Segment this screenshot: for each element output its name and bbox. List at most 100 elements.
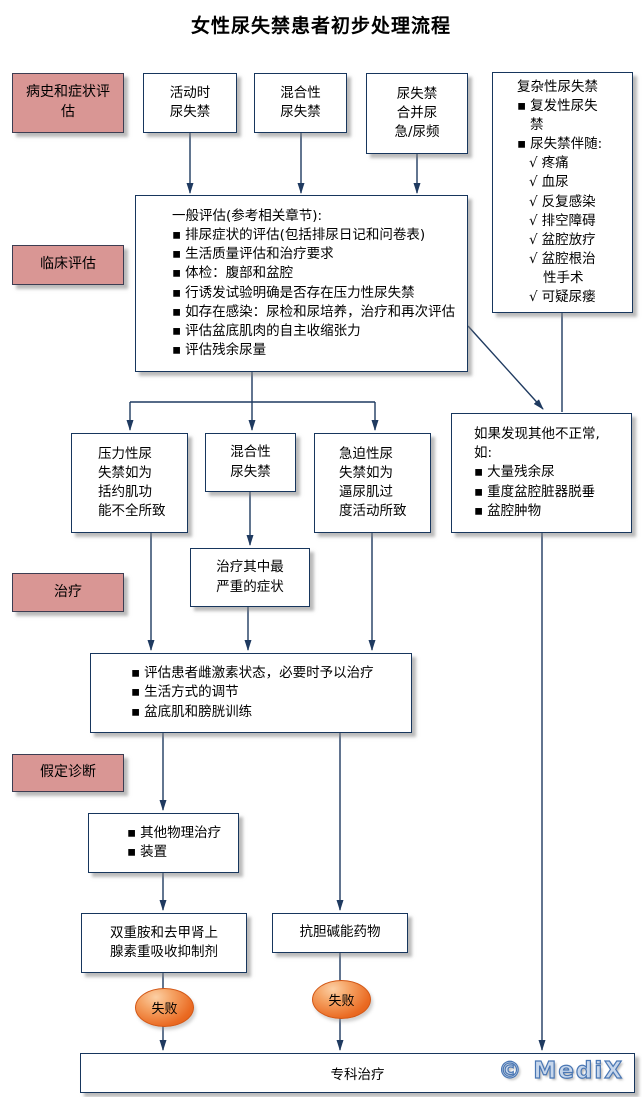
node-mixed-incontinence-mid: 混合性 尿失禁 [205,433,296,492]
check-icon: √ [529,155,538,172]
check-item: √排空障碍 [529,212,609,231]
node-physical-therapy: ▪其他物理治疗 ▪装置 [88,813,239,873]
bullet-icon: ▪ [131,703,141,720]
list-item: ▪尿失禁伴随: [517,135,609,154]
medix-watermark: © MediX [498,1057,624,1084]
bullet-icon: ▪ [172,265,182,282]
check-item-label: 排空障碍 [541,212,596,229]
node-general-assessment: 一般评估(参考相关章节): ▪排尿症状的评估(包括排尿日记和问卷表) ▪生活质量… [135,195,468,372]
check-item: √可疑尿瘘 [529,288,609,307]
check-icon: √ [529,193,538,210]
check-item: √反复感染 [529,193,609,212]
check-icon: √ [529,174,538,191]
check-item-label: 反复感染 [541,193,596,210]
general-assessment-title: 一般评估(参考相关章节): [172,207,323,224]
list-item-label: 评估患者雌激素状态，必要时予以治疗 [144,665,374,682]
list-item: ▪生活方式的调节 [131,683,403,702]
bullet-icon: ▪ [474,483,484,500]
stage-box-treatment: 治疗 [12,573,124,612]
bullet-icon: ▪ [474,502,484,519]
list-item: ▪装置 [127,843,232,862]
stage-box-clinical: 临床评估 [12,245,124,285]
list-item-label: 盆底肌和膀胱训练 [144,703,253,720]
list-item: ▪评估患者雌激素状态，必要时予以治疗 [131,664,403,683]
bullet-icon: ▪ [172,322,182,339]
list-item: ▪排尿症状的评估(包括排尿日记和问卷表) [172,226,459,245]
stage-box-history: 病史和症状评估 [12,73,124,133]
check-icon: √ [529,231,538,248]
check-icon: √ [529,250,538,267]
list-item-label: 行诱发试验明确是否存在压力性尿失禁 [185,284,415,301]
bullet-icon: ▪ [517,97,527,114]
list-item: ▪如存在感染：尿检和尿培养，治疗和再次评估 [172,303,459,322]
node-anticholinergic-drug: 抗胆碱能药物 [272,913,408,953]
node-treat-worst-symptom: 治疗其中最 严重的症状 [190,548,310,607]
bullet-icon: ▪ [172,341,182,358]
list-item: ▪行诱发试验明确是否存在压力性尿失禁 [172,284,459,303]
check-icon: √ [529,289,538,306]
check-item-label: 可疑尿瘘 [541,289,596,306]
list-item: ▪评估残余尿量 [172,341,459,360]
node-stress-incontinence: 压力性尿 失禁如为 括约肌功 能不全所致 [71,433,188,533]
node-incontinence-urgency: 尿失禁 合并尿 急/尿频 [366,73,468,154]
connector-general-split [130,372,375,403]
check-item: √盆腔根治性手术 [529,250,609,288]
bullet-icon: ▪ [172,246,182,263]
list-item-label: 生活质量评估和治疗要求 [185,246,334,263]
check-item: √血尿 [529,173,609,192]
list-item: ▪盆底肌和膀胱训练 [131,703,403,722]
fail-ellipse-left: 失败 [135,988,194,1027]
list-item: ▪生活质量评估和治疗要求 [172,245,459,264]
list-item-label: 其他物理治疗 [140,824,222,841]
complex-title: 复杂性尿失禁 [517,78,598,95]
list-item: ▪大量残余尿 [474,463,623,482]
connector-general-to-abnormal [467,325,544,410]
list-item-label: 盆腔肿物 [487,502,542,519]
bullet-icon: ▪ [474,464,484,481]
bullet-icon: ▪ [172,303,182,320]
node-activity-incontinence: 活动时 尿失禁 [143,73,237,133]
list-item-label: 尿失禁伴随: [530,136,603,153]
bullet-icon: ▪ [172,284,182,301]
list-item: ▪评估盆底肌肉的自主收缩张力 [172,322,459,341]
list-item: ▪重度盆腔脏器脱垂 [474,483,623,502]
node-mixed-incontinence-top: 混合性 尿失禁 [254,73,347,133]
list-item-label: 体检：腹部和盆腔 [185,265,294,282]
list-item-label: 装置 [140,844,168,860]
stage-box-diagnosis: 假定诊断 [12,754,124,792]
node-abnormal-findings: 如果发现其他不正常, 如: ▪大量残余尿 ▪重度盆腔脏器脱垂 ▪盆腔肿物 [451,413,632,533]
check-item: √盆腔放疗 [529,231,609,250]
page-title: 女性尿失禁患者初步处理流程 [190,15,451,37]
check-item: √疼痛 [529,154,609,173]
bullet-icon: ▪ [172,227,182,244]
list-item-label: 评估残余尿量 [185,341,267,358]
fail-ellipse-right: 失败 [312,980,371,1019]
list-item: ▪复发性尿失禁 [517,97,609,135]
list-item: ▪其他物理治疗 [127,824,232,843]
specialist-label: 专科治疗 [330,1067,385,1083]
check-item-label: 疼痛 [541,155,569,172]
bullet-icon: ▪ [131,684,141,701]
list-item-label: 复发性尿失禁 [530,97,598,133]
list-item-label: 排尿症状的评估(包括排尿日记和问卷表) [185,227,426,244]
bullet-icon: ▪ [127,824,137,841]
bullet-icon: ▪ [131,665,141,682]
list-item-label: 大量残余尿 [487,464,555,481]
node-urge-incontinence: 急迫性尿 失禁如为 逼尿肌过 度活动所致 [314,433,431,533]
list-item: ▪盆腔肿物 [474,502,623,521]
bullet-icon: ▪ [517,136,527,153]
check-icon: √ [529,212,538,229]
node-snri-drug: 双重胺和去甲肾上 腺素重吸收抑制剂 [81,913,247,973]
check-item-label: 盆腔放疗 [541,231,596,248]
list-item: ▪体检：腹部和盆腔 [172,264,459,283]
list-item-label: 生活方式的调节 [144,684,239,701]
list-item-label: 如存在感染：尿检和尿培养，治疗和再次评估 [185,303,456,320]
list-item-label: 重度盆腔脏器脱垂 [487,483,596,500]
bullet-icon: ▪ [127,844,137,860]
check-item-label: 血尿 [541,174,569,191]
list-item-label: 评估盆底肌肉的自主收缩张力 [185,322,361,339]
check-item-label: 盆腔根治性手术 [541,250,596,287]
node-specialist-treatment: 专科治疗 © MediX [80,1053,635,1093]
